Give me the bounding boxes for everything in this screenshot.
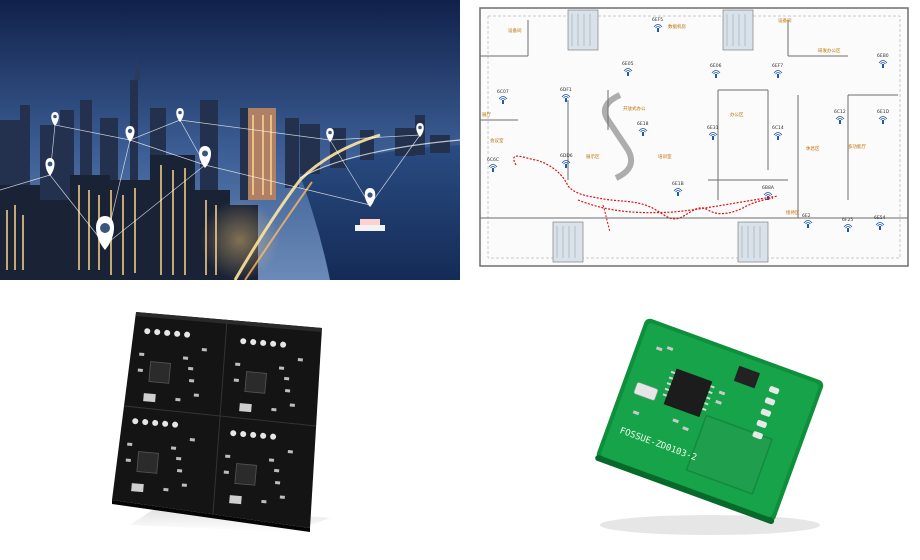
beacon-icon: 6EF5 [652, 17, 663, 32]
beacon-id: 6EF5 [652, 17, 663, 23]
beacon-id: 6DD6 [560, 153, 573, 159]
area-label: 多功能厅 [848, 143, 866, 150]
beacon-icon: 6E1B [672, 181, 684, 196]
beacon-icon: 6C12 [834, 109, 846, 124]
beacon-id: 6E06 [710, 63, 722, 69]
floorplan-image: 设备间 数据机房 设备间 研发办公区 展厅 会议室 开放式办公 办公区 培训室 … [468, 0, 920, 280]
beacon-id: 6C14 [772, 125, 784, 131]
beacon-id: 6C07 [497, 89, 509, 95]
area-label: 展示区 [586, 154, 600, 160]
beacon-id: 6E1D [877, 109, 890, 115]
beacon-id: 6E18 [637, 121, 649, 127]
pcb-module [137, 328, 207, 403]
beacon-id: 6E31 [707, 125, 719, 131]
beacon-icon: 6EB0 [877, 53, 889, 68]
area-label: 开放式办公 [623, 105, 646, 112]
area-label: 办公区 [730, 111, 744, 118]
area-label: 设备间 [778, 17, 792, 24]
beacon-icon: 6E2 [802, 213, 813, 228]
beacon-icon: 6EF7 [772, 63, 783, 78]
beacon-id: 6EF7 [772, 63, 783, 69]
beacon-id: 6E1B [672, 181, 684, 187]
pcb-module [223, 430, 293, 505]
pcb-panel-black-image [100, 300, 340, 540]
city-skyline-image [0, 0, 460, 280]
beacon-icon: 6E1D [877, 109, 890, 124]
area-label: 研发办公区 [818, 47, 841, 54]
beacon-id: 6C6C [487, 157, 499, 163]
area-label: 培训室 [658, 153, 672, 160]
beacon-icon: 6E54 [874, 215, 886, 230]
beacon-icon: 6E06 [710, 63, 722, 78]
beacon-icon: 6E31 [707, 125, 719, 140]
beacon-icon: 6E18 [637, 121, 649, 136]
area-label: 展厅 [482, 112, 491, 118]
beacon-icon: 6E05 [622, 61, 634, 76]
beacon-id: 6EB0 [877, 53, 889, 59]
area-label: 休息区 [806, 145, 820, 152]
beacon-icon: 6DD6 [560, 153, 573, 168]
beacon-icon: 6C07 [497, 89, 509, 104]
beacon-id: 6DF1 [560, 87, 572, 93]
area-label: 会议室 [490, 137, 504, 144]
beacon-icon: 6C14 [772, 125, 784, 140]
area-label: 设备间 [508, 27, 522, 34]
beacon-id: 6F25 [842, 217, 853, 223]
pcb-module [233, 338, 303, 413]
pcb-module-green-image: FOSSUE-ZD0103-2 [590, 300, 830, 540]
beacon-icon: 6F25 [842, 217, 853, 232]
beacon-icon: 6DF1 [560, 87, 572, 102]
beacon-id: 6E2 [802, 213, 811, 219]
pcb-module [125, 418, 195, 493]
area-label: 接待区 [786, 209, 800, 216]
beacon-id: 6E54 [874, 215, 886, 221]
area-label: 数据机房 [668, 23, 686, 30]
beacon-icon: 6C6C [487, 157, 499, 172]
beacon-id: 6B8A [762, 185, 775, 191]
beacon-id: 6E05 [622, 61, 634, 67]
beacon-id: 6C12 [834, 109, 846, 115]
